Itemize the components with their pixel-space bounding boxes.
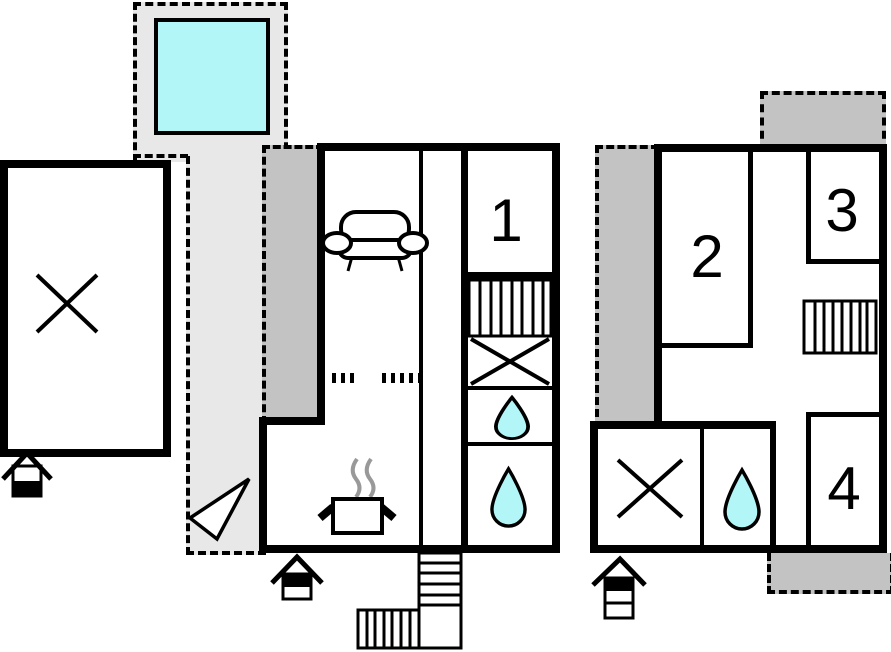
stairs-interior-icon [467,278,553,338]
wall-segment [590,545,887,553]
balcony-bottom [767,553,891,594]
wall-segment [461,272,552,280]
balcony-top [760,91,886,152]
wall-segment [590,421,776,429]
room-label-4: 4 [827,455,861,522]
house-level-ground-icon [1,449,53,498]
wall-segment [654,144,662,429]
stove-icon [317,457,397,535]
wall-segment [259,417,325,425]
wall-segment [317,143,560,151]
wall-segment [879,144,887,553]
house-level-upper-icon [591,555,647,620]
water-drop-icon [493,394,531,440]
wall-segment [552,143,560,553]
wall-segment [461,151,468,545]
room-label-2: 2 [690,223,724,290]
wall-segment [806,152,811,264]
wall-segment [590,421,598,553]
wall-segment [806,412,879,417]
wall-segment [700,429,704,545]
walkway-area [186,156,266,555]
wall-segment [806,259,879,264]
covered-area-ground [262,145,324,424]
stairs-upper-icon [802,299,878,355]
wall-segment [259,545,560,553]
opening-dash-marks [332,373,423,383]
wall-segment [770,429,776,545]
carport [0,160,171,457]
wardrobe-cross-icon [470,337,550,386]
covered-area-upper [595,145,659,429]
wall-segment [259,417,267,553]
wall-segment [654,144,887,152]
pool [154,18,270,135]
wall-segment [419,151,423,545]
wardrobe-cross-icon [616,458,684,519]
wall-segment [806,412,811,545]
water-drop-icon [723,466,761,531]
heat-waves-icon [350,457,362,499]
wall-segment [461,386,552,390]
water-drop-icon [490,465,527,528]
stairs-exterior-icon [356,551,463,650]
room-label-3: 3 [825,177,859,244]
entrance-arrow-icon [187,477,251,542]
wall-segment [461,442,552,446]
room-label-1: 1 [489,187,523,254]
wall-segment [748,152,753,348]
couch-icon [321,210,429,272]
house-level-main-icon [270,553,324,601]
carport-cross-icon [35,273,99,334]
pool-terrace-edge [133,154,188,158]
wall-segment [317,143,325,425]
wall-segment [662,343,753,348]
